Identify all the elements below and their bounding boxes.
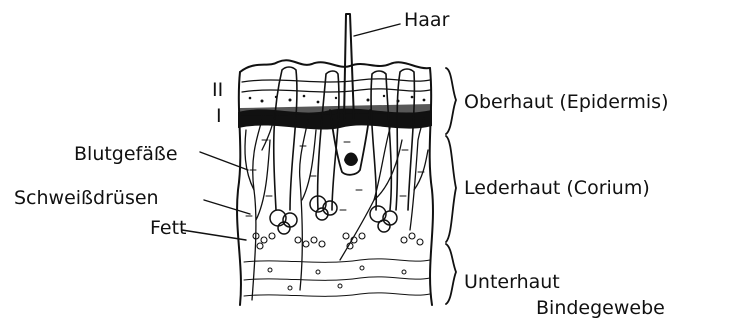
layer-i-label: I — [216, 105, 222, 127]
sweat-glands — [270, 196, 397, 234]
sweat-glands-label: Schweißdrüsen — [14, 187, 159, 209]
layer-ii-label: II — [212, 79, 223, 101]
layer-braces — [446, 68, 456, 304]
hair-label: Haar — [404, 9, 450, 31]
subcutis-label: Unterhaut — [464, 271, 560, 293]
epidermis-layer — [238, 79, 432, 130]
fat-label: Fett — [150, 217, 186, 239]
subcutis-texture — [244, 259, 430, 296]
hair-shaft — [330, 14, 370, 175]
fat-tissue — [253, 233, 423, 249]
connective-tissue-label: Bindegewebe — [536, 297, 665, 319]
corium-label: Lederhaut (Corium) — [464, 177, 650, 199]
epidermis-label: Oberhaut (Epidermis) — [464, 91, 668, 113]
blood-vessels-label: Blutgefäße — [74, 143, 178, 165]
